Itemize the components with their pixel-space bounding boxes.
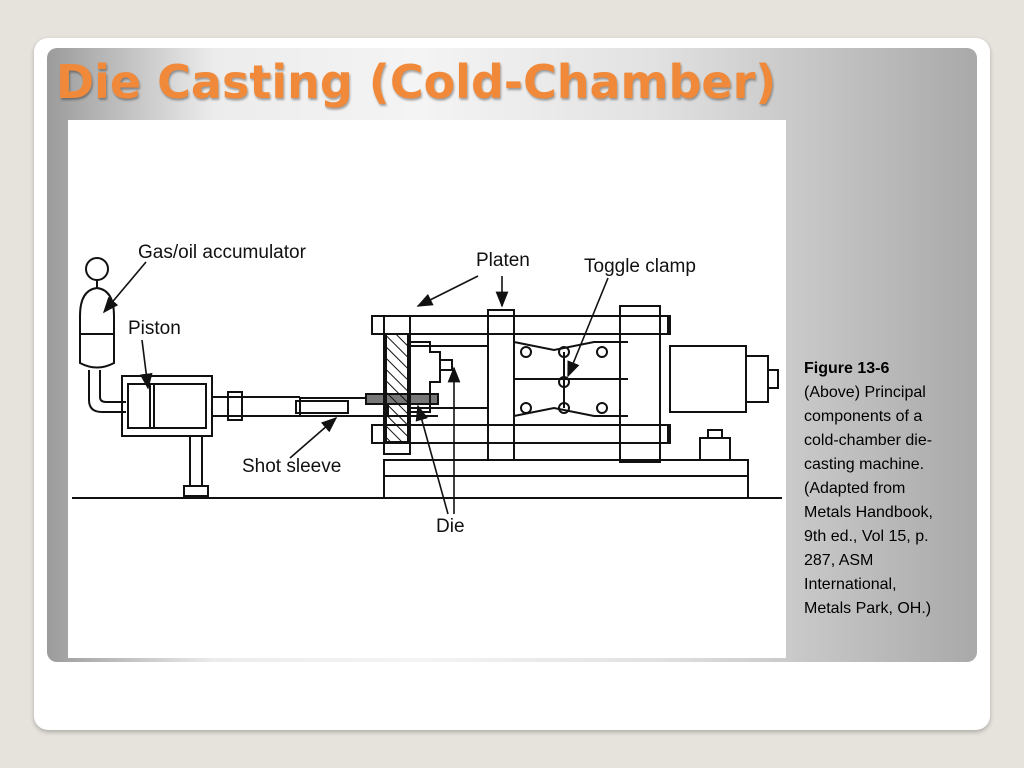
- support-post: [189, 435, 203, 487]
- cylinder-housing: [121, 375, 213, 437]
- label-toggle-clamp: Toggle clamp: [584, 256, 696, 277]
- leader-platen-left: [416, 275, 479, 307]
- accumulator-pipe: [88, 370, 126, 413]
- caption-line: (Adapted from: [804, 480, 906, 497]
- leader-toggle-clamp: [567, 277, 609, 378]
- rod-coupling: [227, 391, 243, 421]
- accumulator-body: [79, 286, 115, 369]
- tie-bar-top: [371, 315, 669, 335]
- moving-platen: [487, 309, 515, 461]
- caption-line: cold-chamber die-: [804, 432, 933, 449]
- rear-platen: [619, 305, 661, 463]
- label-gas-oil-accumulator: Gas/oil accumulator: [138, 242, 307, 263]
- caption-line: Metals Handbook,: [804, 504, 933, 521]
- caption-line: International,: [804, 576, 897, 593]
- toggle-clamp-linkage: [513, 341, 628, 417]
- caption-line: 287, ASM: [804, 552, 874, 569]
- diagram-figure: Gas/oil accumulator Piston Shot sleeve P…: [68, 120, 786, 658]
- caption-line: 9th ed., Vol 15, p.: [804, 528, 929, 545]
- machine-base: [383, 459, 749, 499]
- slide-title: Die Casting (Cold-Chamber): [56, 55, 777, 109]
- caption-line: Metals Park, OH.): [804, 600, 932, 617]
- label-die: Die: [436, 516, 465, 537]
- label-shot-sleeve: Shot sleeve: [242, 456, 341, 477]
- leader-accumulator: [102, 261, 147, 314]
- caption-line: (Above) Principal: [804, 384, 926, 401]
- leader-die-left: [415, 404, 449, 515]
- label-platen: Platen: [476, 250, 530, 271]
- leader-piston: [139, 339, 153, 390]
- caption-line: casting machine.: [804, 456, 925, 473]
- figure-caption: Figure 13-6 (Above) Principal components…: [804, 357, 974, 621]
- accumulator-knob: [85, 257, 109, 281]
- tie-bar-bottom: [371, 424, 669, 444]
- cold-chamber-machine-diagram: Gas/oil accumulator Piston Shot sleeve P…: [72, 242, 782, 537]
- leader-shot-sleeve: [289, 416, 338, 459]
- label-piston: Piston: [128, 318, 181, 339]
- figure-number: Figure 13-6: [804, 360, 890, 377]
- clamp-cylinder: [669, 345, 747, 413]
- caption-line: components of a: [804, 408, 923, 425]
